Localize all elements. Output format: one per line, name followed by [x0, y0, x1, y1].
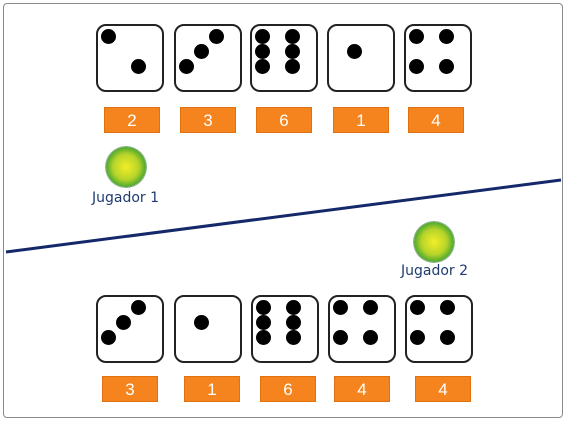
player1-die-5[interactable] [404, 24, 472, 92]
player1-die-3[interactable] [250, 24, 318, 92]
die-pip [255, 314, 271, 330]
die-pip [285, 314, 301, 330]
player1-die-4-value: 1 [333, 107, 389, 133]
die-pip [284, 58, 300, 74]
die-pip [409, 329, 425, 345]
player2-name: Jugador 2 [401, 263, 469, 279]
die-pip [409, 299, 425, 315]
die-pip [362, 299, 378, 315]
player2-die-4-value: 4 [334, 376, 390, 402]
player2-token[interactable] [414, 222, 454, 262]
die-pip [254, 43, 270, 59]
die-pip [193, 43, 209, 59]
die-pip [438, 58, 454, 74]
player1-die-2-value: 3 [180, 107, 236, 133]
die-pip [285, 299, 301, 315]
die-pip [255, 329, 271, 345]
player1-token[interactable] [106, 147, 146, 187]
die-pip [362, 329, 378, 345]
die-pip [100, 28, 116, 44]
die-pip [254, 58, 270, 74]
die-pip [178, 58, 194, 74]
die-pip [438, 28, 454, 44]
player2-die-1-value: 3 [102, 376, 158, 402]
player1-die-1-value: 2 [104, 107, 160, 133]
player2-die-5[interactable] [405, 295, 473, 363]
die-pip [193, 314, 209, 330]
player1-die-5-value: 4 [408, 107, 464, 133]
player2-die-1[interactable] [96, 295, 164, 363]
die-pip [408, 28, 424, 44]
die-pip [346, 43, 362, 59]
die-pip [284, 43, 300, 59]
die-pip [115, 314, 131, 330]
player2-die-3-value: 6 [260, 376, 316, 402]
die-pip [255, 299, 271, 315]
player2-die-2-value: 1 [184, 376, 240, 402]
die-pip [439, 299, 455, 315]
die-pip [130, 299, 146, 315]
player1-die-3-value: 6 [256, 107, 312, 133]
die-pip [439, 329, 455, 345]
die-pip [254, 28, 270, 44]
player2-die-3[interactable] [251, 295, 319, 363]
die-pip [332, 329, 348, 345]
player1-die-4[interactable] [327, 24, 395, 92]
player2-die-2[interactable] [174, 295, 242, 363]
die-pip [208, 28, 224, 44]
die-pip [130, 58, 146, 74]
die-pip [100, 329, 116, 345]
player2-die-4[interactable] [328, 295, 396, 363]
die-pip [332, 299, 348, 315]
die-pip [408, 58, 424, 74]
player2-die-5-value: 4 [415, 376, 471, 402]
die-pip [284, 28, 300, 44]
player1-die-2[interactable] [174, 24, 242, 92]
player1-die-1[interactable] [96, 24, 164, 92]
die-pip [285, 329, 301, 345]
player1-name: Jugador 1 [92, 190, 160, 206]
